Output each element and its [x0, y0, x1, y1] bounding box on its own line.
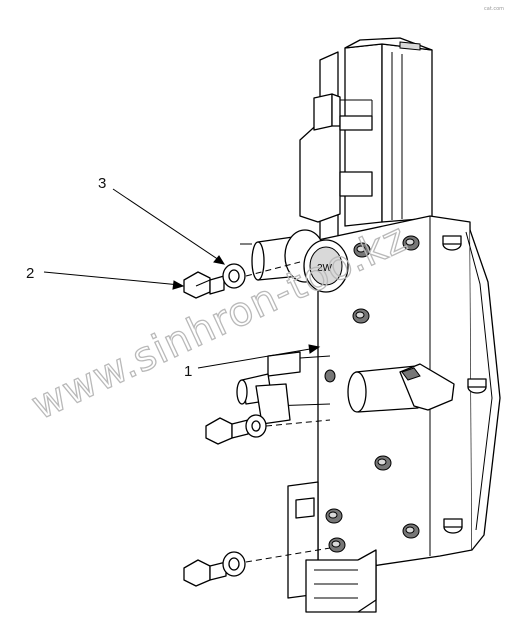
upper-housing — [319, 37, 433, 249]
lever-assembly — [236, 351, 455, 425]
callout-3: 3 — [98, 175, 106, 192]
corner-stamp: cat.com — [484, 6, 504, 12]
callout-2: 2 — [26, 265, 34, 282]
plate-nuts — [324, 235, 420, 553]
bolt-washer-bottom — [183, 551, 246, 587]
bolt-washer-middle — [205, 414, 267, 445]
callout-leaders — [43, 188, 321, 369]
bolt-washer-top — [183, 263, 246, 299]
lower-connector — [287, 481, 377, 613]
connector-block — [299, 93, 373, 223]
key-switch: 2W — [240, 229, 349, 293]
assembly-lines — [245, 261, 331, 563]
callout-1: 1 — [184, 363, 192, 380]
switch-cap-label: 2W — [317, 263, 333, 274]
